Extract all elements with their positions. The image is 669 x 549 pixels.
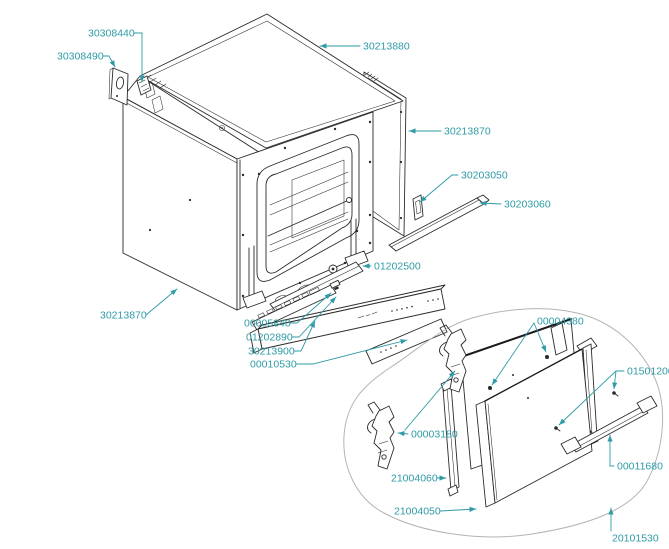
door-hinge-lower (367, 401, 395, 470)
oven-cavity (267, 159, 352, 253)
part-label-20101530: 20101530 (608, 507, 659, 545)
part-number-text: 00010530 (250, 359, 297, 371)
part-number-text: 00003180 (411, 429, 458, 441)
leader-line (404, 370, 456, 431)
leader-line (289, 292, 332, 324)
leader-line (145, 288, 178, 316)
part-label-30213900: 30213900 (248, 320, 316, 358)
control-fascia-30213900 (249, 284, 446, 354)
part-label-30213870: 30213870 (408, 126, 491, 138)
part-number-text: 30213880 (363, 41, 410, 53)
part-number-text: 30308440 (88, 28, 135, 40)
leader-line (479, 200, 502, 206)
part-label-21004050: 21004050 (394, 506, 477, 518)
leader-line (397, 431, 409, 437)
part-label-30308490: 30308490 (57, 51, 116, 68)
part-label-00004380: 00004380 (491, 316, 584, 386)
door-hinge (439, 324, 467, 393)
leader-line (491, 322, 535, 386)
part-label-01202890: 01202890 (246, 296, 337, 344)
part-number-text: 20101530 (612, 533, 659, 545)
part-number-text: 00011680 (617, 461, 663, 473)
top-cover-panel (139, 13, 404, 149)
part-number-text: 00005840 (244, 318, 291, 330)
door-handle (560, 395, 658, 455)
part-number-text: 30308490 (57, 51, 104, 63)
inner-door-panel (475, 348, 593, 508)
part-number-text: 01202500 (374, 261, 421, 273)
door-assembly-group (343, 308, 664, 538)
leader-line (102, 55, 116, 68)
part-label-21004060: 21004060 (391, 473, 447, 485)
part-label-30213870: 30213870 (100, 288, 178, 322)
fascia-markings (357, 298, 439, 319)
part-label-30213880: 30213880 (319, 41, 410, 53)
part-label-00003180: 00003180 (397, 370, 458, 441)
part-label-01202500: 01202500 (362, 261, 421, 273)
panel-edge-hatch (364, 71, 379, 82)
part-label-30308440: 30308440 (88, 28, 145, 83)
cover-edge-hatch (144, 74, 167, 89)
part-number-text: 30203060 (504, 199, 551, 211)
leader-line (293, 320, 316, 352)
oven-body (108, 13, 407, 311)
leader-line (533, 322, 547, 353)
control-panel-stack (249, 261, 448, 365)
part-number-text: 30203050 (461, 170, 508, 182)
control-pcb-01202890 (251, 279, 341, 331)
leader-line (291, 296, 337, 338)
loose-screws (554, 391, 619, 432)
part-number-text: 00004380 (537, 316, 584, 328)
glass-retainer-strip (440, 378, 460, 497)
leader-line (612, 370, 625, 390)
leader-line (133, 32, 145, 83)
part-labels: 30308440 30308490 30213880 30213870 30203050… (57, 28, 669, 545)
fascia-overlay-00010530 (365, 318, 448, 365)
hinge-rails (242, 218, 369, 309)
pcb-connector (329, 279, 341, 291)
part-label-30203050: 30203050 (419, 170, 508, 203)
leader-line (295, 339, 408, 365)
part-label-00005840: 00005840 (244, 292, 332, 330)
part-number-text: 30213870 (444, 126, 491, 138)
front-door-frame (236, 111, 374, 311)
part-number-text: 30213900 (248, 346, 295, 358)
part-number-text: 30213870 (100, 310, 147, 322)
leader-line (419, 174, 459, 203)
clip-bracket-30203050 (412, 194, 424, 221)
leader-line (439, 506, 477, 512)
leader-line (607, 434, 615, 467)
part-number-text: 21004060 (391, 473, 438, 485)
part-number-text: 01202890 (246, 332, 293, 344)
part-label-30203060: 30203060 (479, 199, 551, 211)
part-label-00011680: 00011680 (607, 434, 663, 473)
frame-screws (241, 120, 372, 298)
assembly-boundary-20101530 (343, 308, 664, 538)
part-number-text: 21004050 (394, 506, 441, 518)
leader-line (558, 370, 617, 426)
part-label-00010530: 00010530 (250, 339, 408, 371)
corner-plate-30308490 (108, 67, 129, 106)
